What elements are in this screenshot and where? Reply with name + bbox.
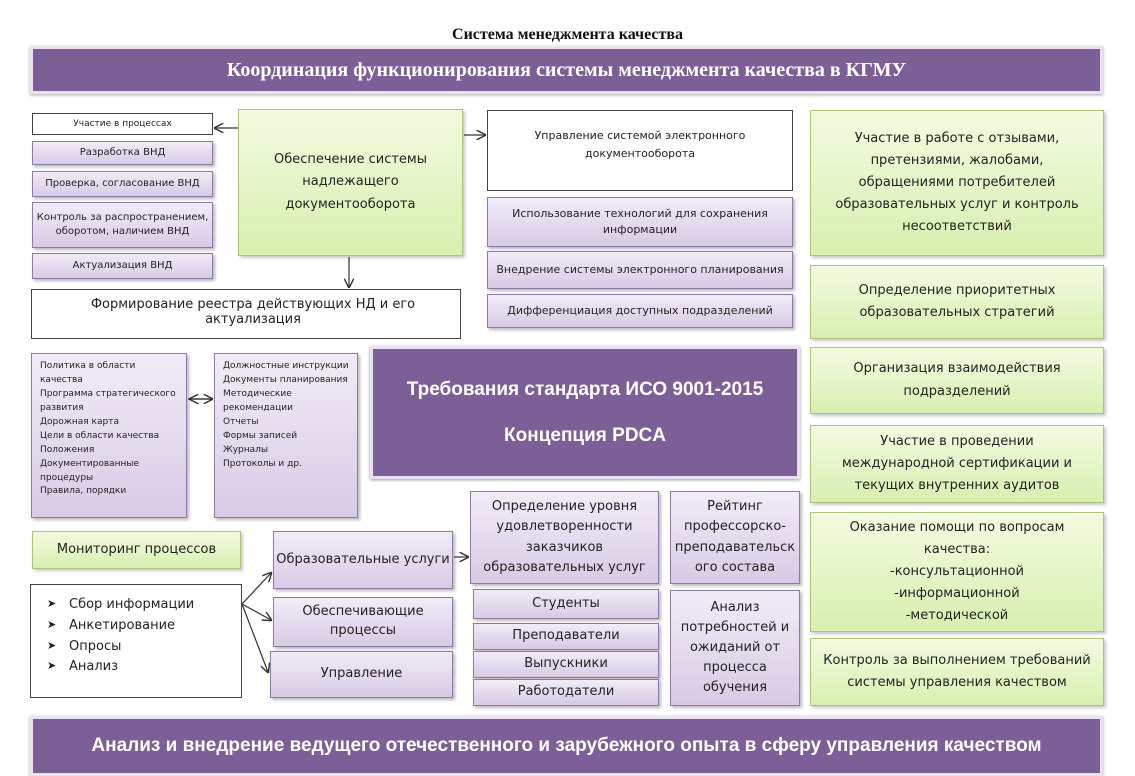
- doc-support-box: Обеспечение системы надлежащего документ…: [238, 109, 463, 256]
- right-box-complaints: Участие в работе с отзывами, претензиями…: [810, 110, 1104, 256]
- item-vnd-control: Контроль за распространением, оборотом, …: [32, 202, 213, 248]
- process-management: Управление: [270, 651, 453, 698]
- edm-item-planning: Внедрение системы электронного планирова…: [487, 251, 793, 289]
- item-vnd-review: Проверка, согласование ВНД: [32, 171, 213, 197]
- policy-list: Политика в области качества Программа ст…: [31, 353, 187, 518]
- group-employers: Работодатели: [473, 679, 659, 706]
- group-teachers: Преподаватели: [473, 623, 659, 650]
- group-students: Студенты: [473, 589, 659, 619]
- arrow-to-supporting: [241, 603, 271, 620]
- iso-requirements-label: Требования стандарта ИСО 9001-2015: [406, 378, 764, 400]
- item-vnd-actualization: Актуализация ВНД: [32, 253, 213, 279]
- right-box-certification: Участие в проведении международной серти…: [810, 425, 1104, 503]
- page-title: Система менеджмента качества: [452, 26, 683, 43]
- bullet-surveying: Анкетирование: [69, 616, 241, 637]
- arrow-to-management: [241, 603, 268, 672]
- right-box-interaction: Организация взаимодействия подразделений: [810, 347, 1104, 414]
- bullet-analysis: Анализ: [69, 657, 241, 678]
- item-vnd-development: Разработка ВНД: [32, 141, 213, 165]
- group-graduates: Выпускники: [473, 651, 659, 678]
- right-box-assistance: Оказание помощи по вопросам качества: -к…: [810, 512, 1104, 632]
- top-banner: Координация функционирования системы мен…: [30, 46, 1103, 94]
- pdca-label: Концепция PDCA: [504, 424, 666, 446]
- arrow-to-educational: [241, 573, 271, 605]
- iso-pdca-box: Требования стандарта ИСО 9001-2015 Конце…: [370, 346, 800, 479]
- right-box-control: Контроль за выполнением требований систе…: [810, 638, 1104, 706]
- bullet-polls: Опросы: [69, 637, 241, 658]
- documents-list: Должностные инструкции Документы планиро…: [214, 353, 358, 518]
- edm-item-storage: Использование технологий для сохранения …: [487, 197, 793, 247]
- registry-box: Формирование реестра действующих НД и ег…: [31, 289, 461, 339]
- needs-analysis-box: Анализ потребностей и ожиданий от процес…: [670, 590, 800, 706]
- monitoring-box: Мониторинг процессов: [32, 531, 241, 569]
- process-educational-services: Образовательные услуги: [273, 531, 453, 589]
- bullet-info-collection: Сбор информации: [69, 595, 241, 616]
- monitoring-methods-box: Сбор информации Анкетирование Опросы Ана…: [30, 584, 242, 698]
- edm-box: Управление системой электронного докумен…: [487, 110, 793, 191]
- process-supporting: Обеспечивающие процессы: [273, 597, 453, 647]
- satisfaction-box: Определение уровня удовлетворенности зак…: [470, 491, 659, 584]
- rating-box: Рейтинг профессорско- преподавательск ог…: [670, 491, 800, 584]
- edm-item-differentiation: Дифференциация доступных подразделений: [487, 294, 793, 328]
- right-box-strategies: Определение приоритетных образовательных…: [810, 265, 1104, 339]
- item-participation-in-processes: Участие в процессах: [32, 113, 213, 135]
